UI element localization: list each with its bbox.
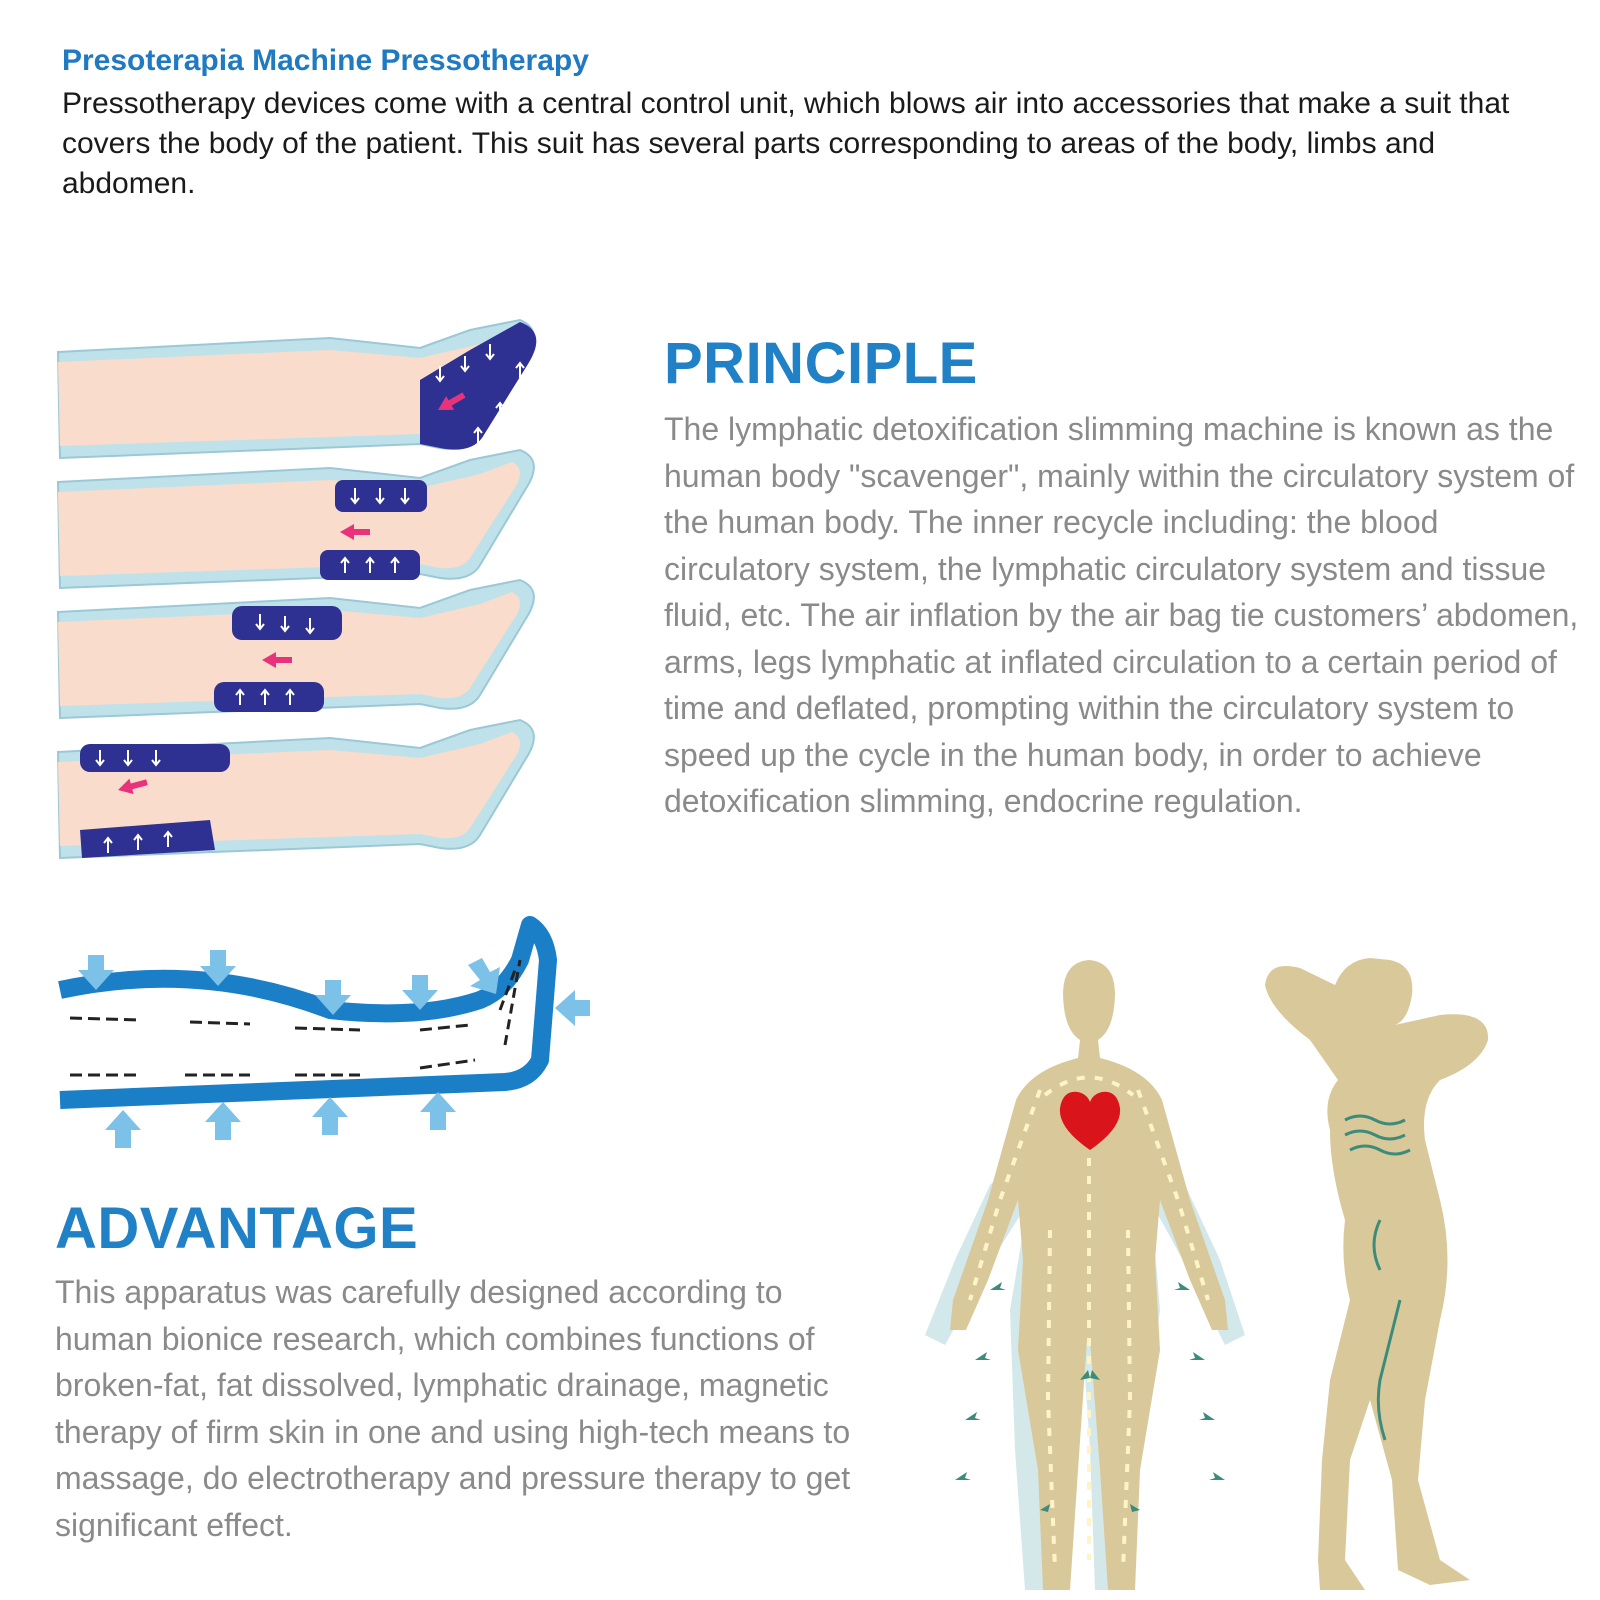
- intro-text: Pressotherapy devices come with a centra…: [62, 87, 1510, 200]
- down-arrow-icon: [468, 958, 500, 994]
- side-figure: [1265, 958, 1489, 1590]
- up-arrow-icon: [205, 1102, 241, 1140]
- up-arrow-icon: [105, 1110, 141, 1148]
- advantage-text: This apparatus was carefully designed ac…: [55, 1274, 851, 1543]
- heart-icon: [1059, 1091, 1121, 1150]
- down-arrow-icon: [402, 975, 438, 1010]
- leg-stage-3: [57, 579, 535, 719]
- product-title: Presoterapia Machine Pressotherapy: [62, 44, 589, 77]
- leg-stage-4: [57, 719, 535, 859]
- down-arrow-icon: [315, 980, 351, 1015]
- front-figure: [925, 960, 1245, 1590]
- principle-text: The lymphatic detoxification slimming ma…: [664, 411, 1579, 819]
- flow-arrows: [69, 959, 522, 1077]
- principle-heading: PRINCIPLE: [664, 331, 978, 396]
- up-arrow-icon: [312, 1097, 348, 1135]
- left-arrow-icon: [555, 990, 590, 1026]
- leg-stage-2: [57, 449, 535, 589]
- leg-stage-1: [57, 319, 537, 459]
- down-arrow-icon: [200, 950, 236, 986]
- advantage-heading: ADVANTAGE: [55, 1196, 419, 1261]
- down-arrow-icon: [78, 955, 114, 990]
- up-arrow-icon: [420, 1092, 456, 1130]
